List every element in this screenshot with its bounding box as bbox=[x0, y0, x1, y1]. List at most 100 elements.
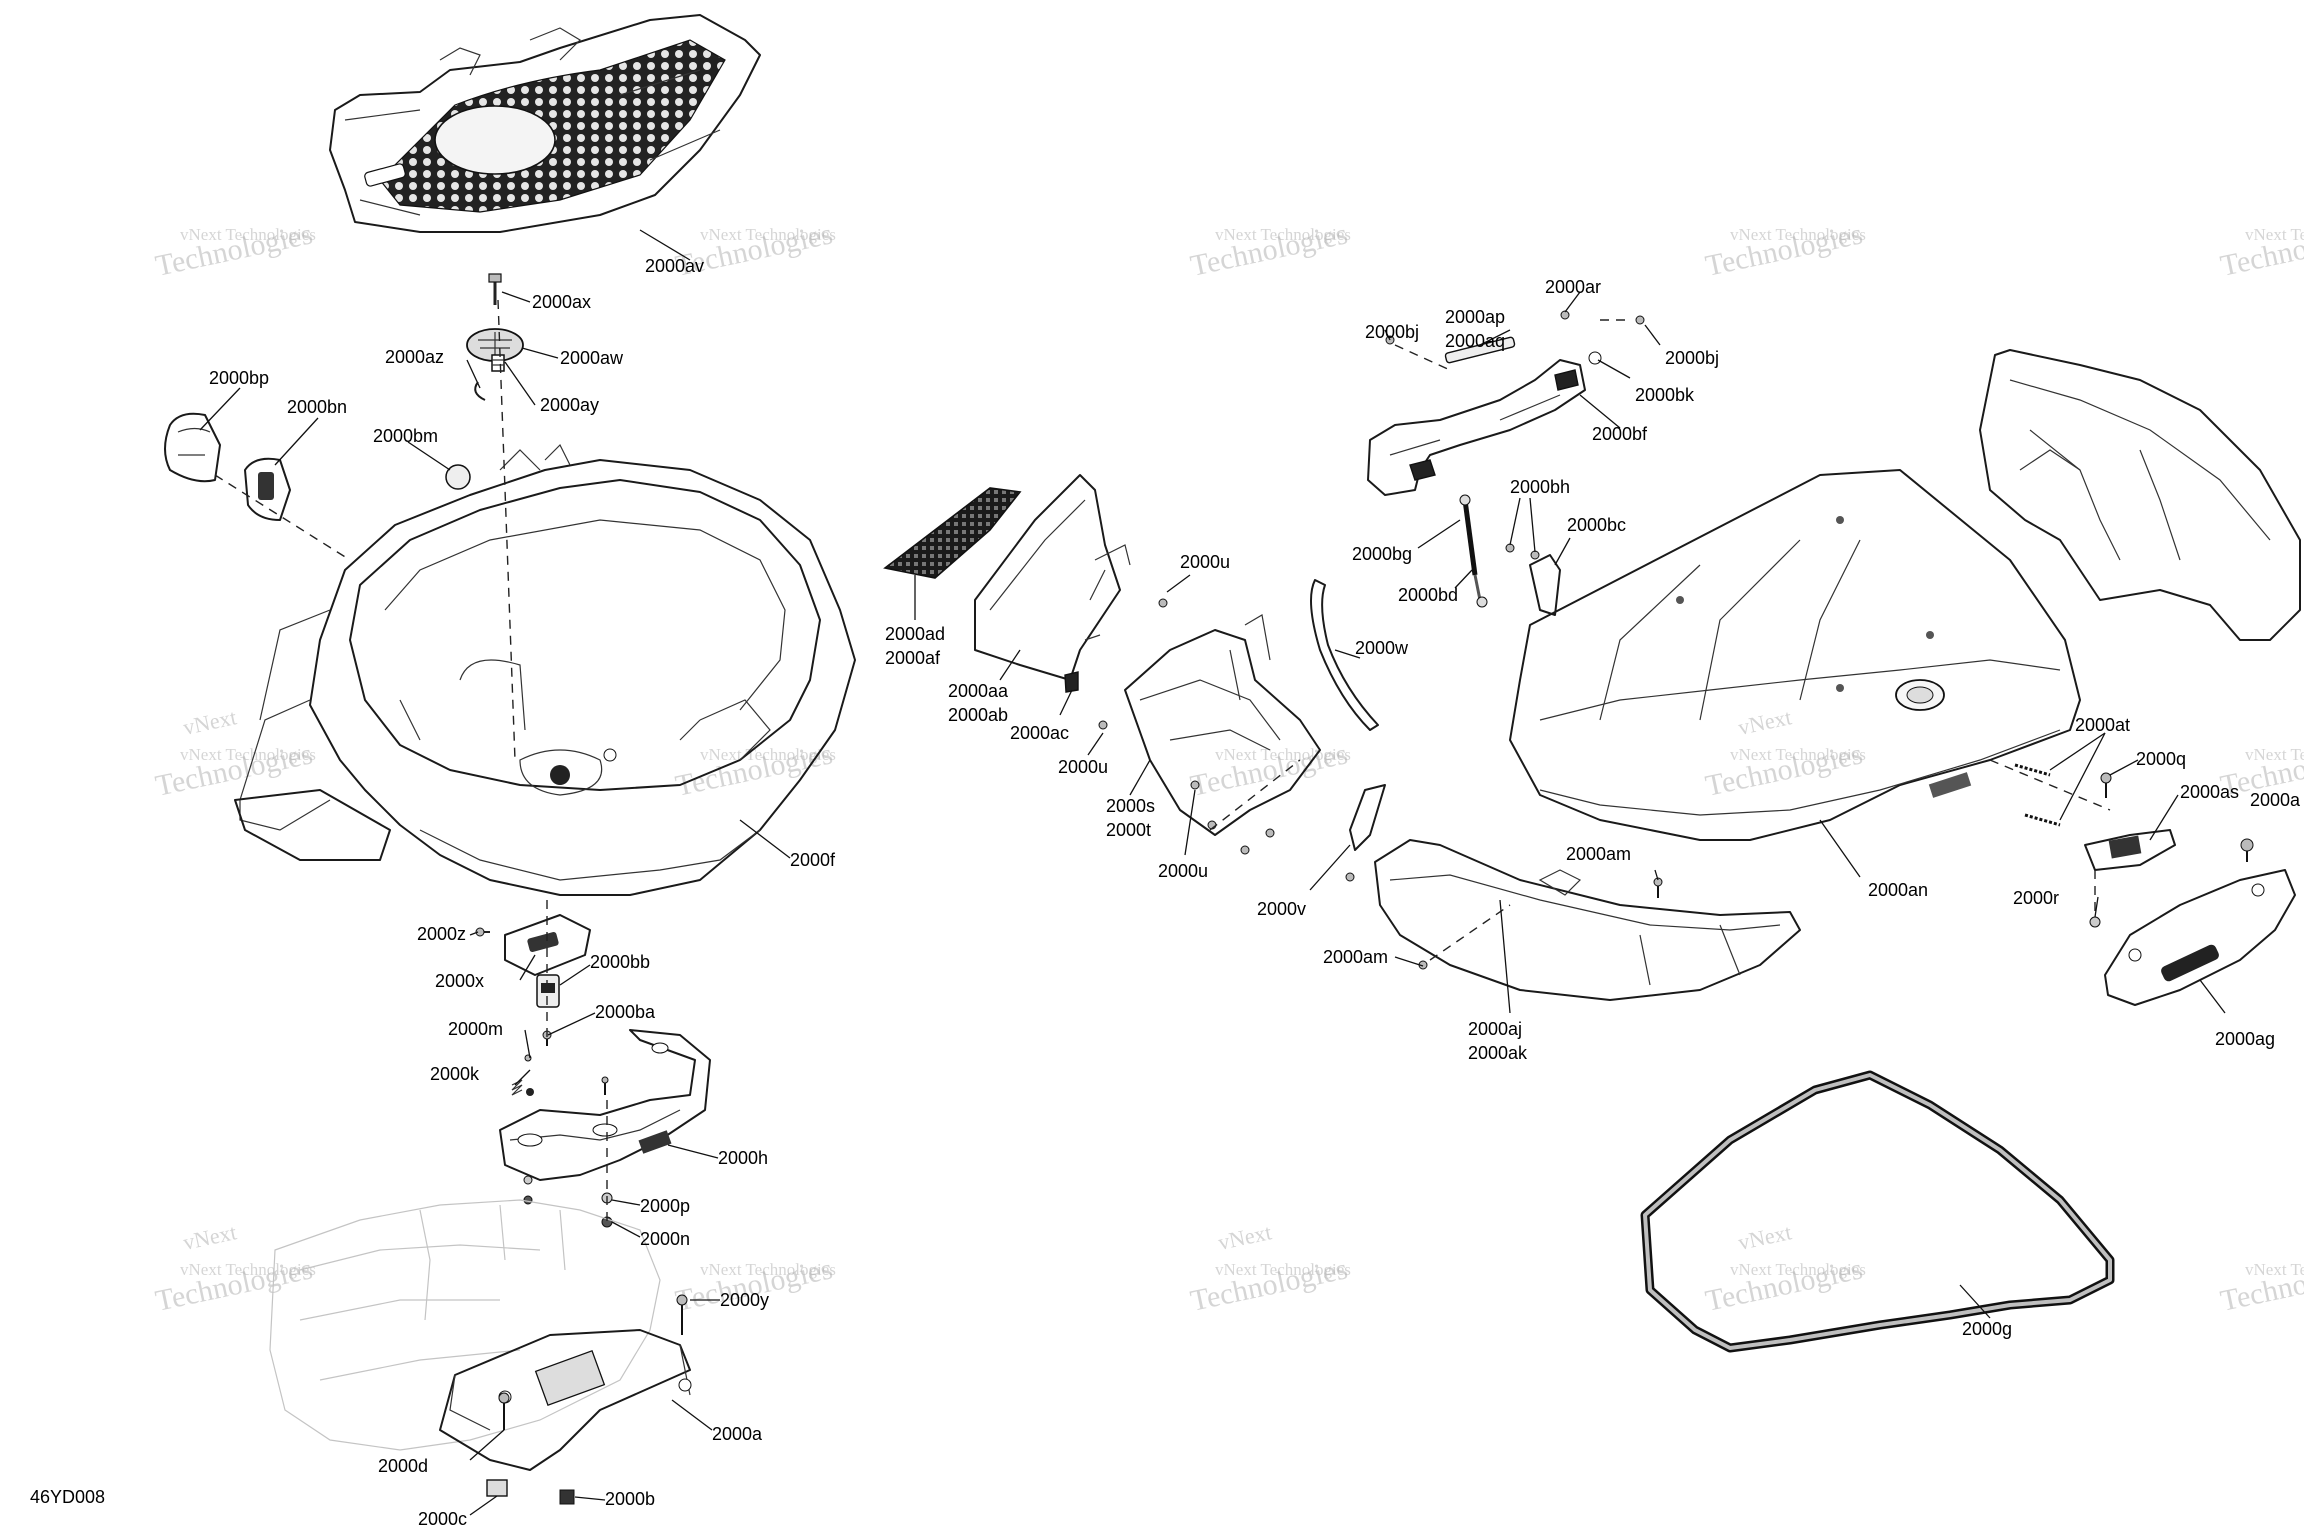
cup-holder-insert-part bbox=[244, 457, 291, 521]
svg-text:vNext Technologies: vNext Technologies bbox=[1215, 1260, 1351, 1279]
callout-2000az: 2000az bbox=[385, 347, 444, 367]
watermark: vNext vNext Technologies Technologies bbox=[153, 704, 316, 803]
callout-2000aj: 2000aj bbox=[1468, 1019, 1522, 1039]
storage-tub-part bbox=[234, 443, 856, 896]
hull-structure-faint bbox=[269, 1199, 661, 1451]
svg-text:vNext Technologies: vNext Technologies bbox=[180, 745, 316, 764]
callout-2000y: 2000y bbox=[720, 1290, 769, 1310]
nut-part bbox=[523, 1195, 533, 1205]
callout-2000as: 2000as bbox=[2180, 782, 2239, 802]
watermark: vNext Technologies Technologies bbox=[673, 737, 836, 802]
callout-2000x: 2000x bbox=[435, 971, 484, 991]
mounting-plate-part bbox=[439, 1329, 692, 1471]
diagram-code: 46YD008 bbox=[30, 1487, 105, 1507]
bin-liner-part bbox=[1124, 614, 1321, 836]
watermarks: vNext Technologies Technologies vNext Te… bbox=[153, 217, 2304, 1317]
callout-2000u: 2000u bbox=[1058, 757, 1108, 777]
svg-text:vNext Technologies: vNext Technologies bbox=[1730, 745, 1866, 764]
assembly-line bbox=[1209, 759, 1301, 831]
assembly-line bbox=[1989, 759, 2111, 811]
callout-2000ap: 2000ap bbox=[1445, 307, 1505, 327]
svg-text:vNext Technologies: vNext Technologies bbox=[1730, 1260, 1866, 1279]
callout-2000z: 2000z bbox=[417, 924, 466, 944]
callout-2000b: 2000b bbox=[605, 1489, 655, 1509]
callout-2000n: 2000n bbox=[640, 1229, 690, 1249]
svg-text:vNext Technologies: vNext Technologies bbox=[1730, 225, 1866, 244]
callout-2000an: 2000an bbox=[1868, 880, 1928, 900]
watermark: vNext Technologies Technologies bbox=[1703, 217, 1866, 282]
watermark: vNext vNext Technologies Technologies bbox=[1188, 1219, 1351, 1318]
svg-text:vNext: vNext bbox=[181, 1219, 239, 1255]
lid-seal-part bbox=[1640, 1070, 2115, 1353]
callout-2000d: 2000d bbox=[378, 1456, 428, 1476]
callout-2000bm: 2000bm bbox=[373, 426, 438, 446]
lid-part bbox=[1509, 469, 2081, 841]
callout-2000ac: 2000ac bbox=[1010, 723, 1069, 743]
svg-text:vNext Technologies: vNext Technologies bbox=[1215, 225, 1351, 244]
watermark: vNext Technologies Technologies bbox=[1188, 217, 1351, 282]
svg-text:vNext Technologies: vNext Technologies bbox=[2245, 1260, 2304, 1279]
screw-part bbox=[2240, 838, 2254, 862]
callout-2000ab: 2000ab bbox=[948, 705, 1008, 725]
callout-2000aq: 2000aq bbox=[1445, 331, 1505, 351]
callout-2000ag: 2000ag bbox=[2215, 1029, 2275, 1049]
assembly-lines bbox=[214, 299, 608, 1225]
screw-part bbox=[1345, 872, 1663, 970]
watermark: vNext Technologies Technologies bbox=[153, 217, 316, 282]
svg-text:vNext Technologies: vNext Technologies bbox=[700, 1260, 836, 1279]
callout-2000aw: 2000aw bbox=[560, 348, 624, 368]
hinge-pin-part bbox=[1444, 336, 1516, 364]
washer-part bbox=[523, 1175, 533, 1185]
watermark: vNext Technologies Technologies bbox=[1188, 737, 1351, 802]
callout-2000t: 2000t bbox=[1106, 820, 1151, 840]
svg-text:vNext: vNext bbox=[1216, 1219, 1274, 1255]
callout-2000ba: 2000ba bbox=[595, 1002, 656, 1022]
side-panel-part bbox=[974, 474, 1131, 681]
callout-2000bb: 2000bb bbox=[590, 952, 650, 972]
callout-2000c: 2000c bbox=[418, 1509, 467, 1529]
fastener-part bbox=[1064, 671, 1079, 693]
gas-spring-part bbox=[1459, 494, 1488, 608]
washer-part bbox=[2089, 916, 2101, 928]
cup-holder-part bbox=[164, 412, 221, 483]
top-cover-mat-part bbox=[329, 14, 761, 233]
callout-2000u: 2000u bbox=[1158, 861, 1208, 881]
svg-text:vNext Technologies: vNext Technologies bbox=[180, 225, 316, 244]
callout-2000am: 2000am bbox=[1566, 844, 1631, 864]
watermark: vNext vNext Technologies Technologies bbox=[153, 1219, 316, 1318]
bracket-part bbox=[1529, 554, 1561, 616]
assembly-line bbox=[1394, 344, 1451, 371]
watermark: vNext Technologies Technologies bbox=[2218, 217, 2304, 282]
callout-2000bh: 2000bh bbox=[1510, 477, 1570, 497]
callout-2000g: 2000g bbox=[1962, 1319, 2012, 1339]
clip-part bbox=[474, 381, 486, 401]
callout-2000bp: 2000bp bbox=[209, 368, 269, 388]
latch-base-part bbox=[475, 914, 591, 976]
assembly-line bbox=[1429, 904, 1511, 961]
callout-2000s: 2000s bbox=[1106, 796, 1155, 816]
callout-2000bd: 2000bd bbox=[1398, 585, 1458, 605]
spring-part bbox=[491, 354, 505, 372]
callout-2000av: 2000av bbox=[645, 256, 704, 276]
svg-text:vNext Technologies: vNext Technologies bbox=[1215, 745, 1351, 764]
clip-part bbox=[486, 1479, 508, 1497]
ball-part bbox=[445, 464, 471, 490]
callout-2000k: 2000k bbox=[430, 1064, 480, 1084]
callout-labels: 2000av 2000ax 2000aw 2000az 2000ay 2000b… bbox=[30, 256, 2301, 1529]
mesh-panel-part bbox=[883, 487, 1022, 579]
callout-2000bn: 2000bn bbox=[287, 397, 347, 417]
svg-text:vNext Technologies: vNext Technologies bbox=[700, 745, 836, 764]
callout-2000p: 2000p bbox=[640, 1196, 690, 1216]
callout-2000af: 2000af bbox=[885, 648, 941, 668]
svg-text:vNext: vNext bbox=[181, 704, 239, 740]
screw-part bbox=[2100, 772, 2112, 798]
knob-part bbox=[466, 328, 524, 362]
callout-2000bj: 2000bj bbox=[1365, 322, 1419, 342]
svg-text:vNext: vNext bbox=[1736, 704, 1794, 740]
cable-part bbox=[1310, 579, 1379, 731]
svg-text:vNext Technologies: vNext Technologies bbox=[2245, 745, 2304, 764]
callout-2000bk: 2000bk bbox=[1635, 385, 1695, 405]
spring-part bbox=[2014, 763, 2061, 827]
svg-text:vNext Technologies: vNext Technologies bbox=[700, 225, 836, 244]
callout-2000ay: 2000ay bbox=[540, 395, 599, 415]
